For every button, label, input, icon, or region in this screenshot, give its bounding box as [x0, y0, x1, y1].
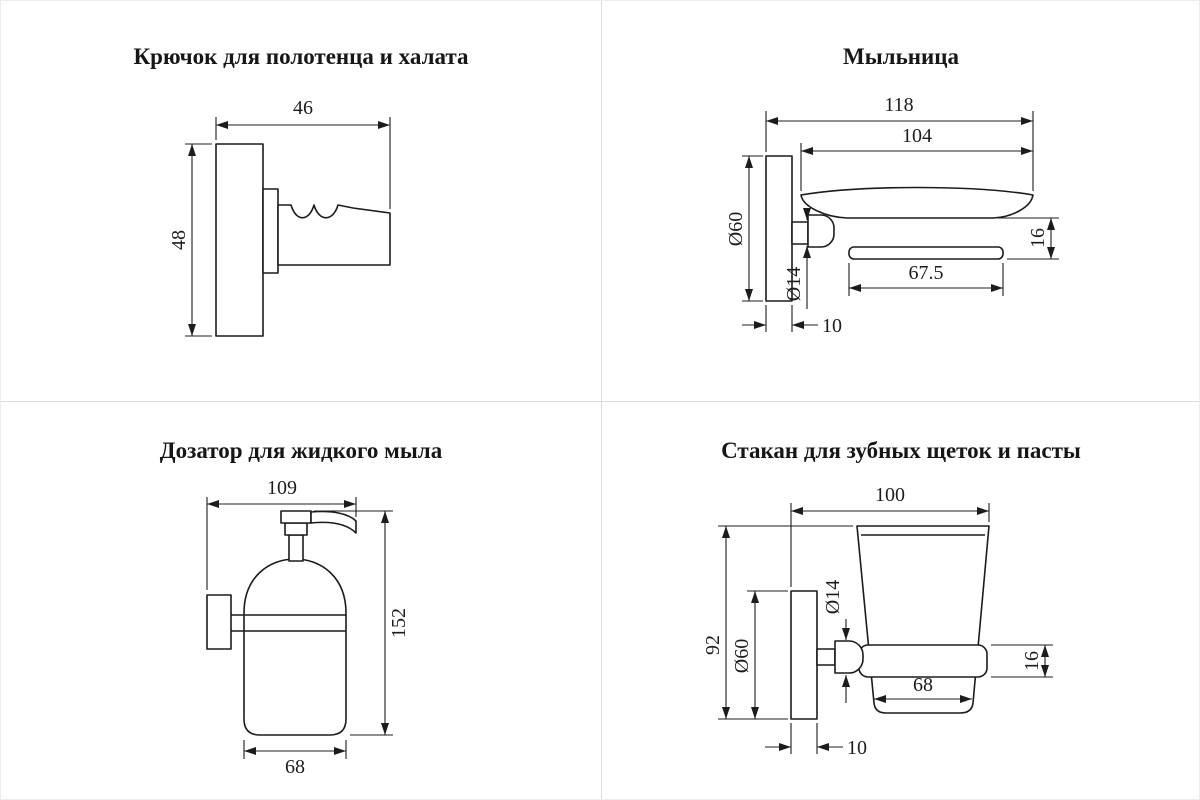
dim-label-cup-holder-height: 16	[1021, 651, 1043, 671]
dim-soap-plate-diameter: Ø60	[725, 155, 763, 302]
dim-label-cup-total-depth: 100	[875, 484, 905, 506]
dim-label-cup-width: 68	[913, 674, 933, 696]
hook-step	[262, 188, 279, 274]
cup-stem-cap	[834, 640, 864, 674]
hook-drawing	[215, 143, 391, 337]
dim-cup-height: 92	[702, 525, 853, 720]
dim-soap-total-depth: 118	[765, 94, 1034, 191]
soap-dish-tray	[800, 186, 1034, 219]
dim-hook-depth: 46	[215, 97, 391, 209]
soap-dish-drawing	[765, 155, 1034, 302]
vertical-divider	[601, 1, 602, 799]
horizontal-divider	[1, 401, 1199, 402]
soap-dish-holder	[848, 246, 1004, 260]
dim-label-soap-stem-diameter: Ø14	[783, 267, 805, 301]
dispenser-spout	[310, 510, 357, 534]
dim-label-cup-stem-diameter: Ø14	[822, 580, 844, 614]
cup-stem	[816, 648, 836, 666]
dispenser-wall-plate	[206, 594, 232, 650]
dim-label-soap-holder-length: 67.5	[909, 262, 944, 284]
dim-label-soap-dish-length: 104	[902, 125, 932, 147]
dim-label-soap-rim-height: 16	[1027, 228, 1049, 248]
dim-soap-stem-diameter: Ø14	[783, 208, 811, 309]
cup-holder-band	[858, 644, 988, 678]
dim-soap-plate-thickness: 10	[742, 305, 842, 337]
dim-label-cup-plate-diameter: Ø60	[731, 639, 753, 673]
panel-title-soap-dish: Мыльница	[843, 44, 959, 70]
dim-cup-width: 68	[874, 674, 972, 703]
dim-dispenser-body-width: 68	[243, 740, 347, 778]
dim-soap-holder-length: 67.5	[848, 262, 1004, 296]
hook-wall-plate	[215, 143, 264, 337]
soap-dish-wall-plate	[765, 155, 793, 302]
dim-label-dispenser-height: 152	[388, 608, 410, 638]
dim-soap-rim-height: 16	[997, 217, 1059, 260]
dim-dispenser-width: 109	[206, 477, 357, 590]
cup-wall-plate	[790, 590, 818, 720]
hook-body	[277, 204, 391, 266]
dim-label-soap-plate-thickness: 10	[822, 315, 842, 337]
dim-dispenser-height: 152	[314, 510, 410, 736]
soap-dish-stem-cap	[807, 214, 835, 248]
dispenser-pump-head	[280, 510, 312, 524]
panel-title-cup: Стакан для зубных щеток и пасты	[721, 438, 1081, 464]
dim-cup-plate-thickness: 10	[765, 723, 867, 759]
soap-dish-stem	[791, 221, 809, 245]
dim-label-hook-height: 48	[168, 230, 190, 250]
dispenser-pump-collar	[284, 522, 308, 536]
dim-label-dispenser-body-width: 68	[285, 756, 305, 778]
cup-drawing	[790, 525, 990, 720]
dispenser-bottle	[243, 558, 347, 736]
dim-soap-dish-length: 104	[800, 125, 1033, 191]
dim-label-soap-plate-diameter: Ø60	[725, 212, 747, 246]
dim-cup-plate-diameter: Ø60	[731, 590, 788, 719]
dim-label-cup-plate-thickness: 10	[847, 737, 867, 759]
dim-hook-height: 48	[168, 143, 212, 337]
dim-label-soap-total-depth: 118	[884, 94, 913, 116]
dim-label-cup-height: 92	[702, 635, 724, 655]
panel-title-hook: Крючок для полотенца и халата	[133, 44, 469, 70]
dispenser-drawing	[206, 510, 357, 736]
dim-cup-stem-diameter: Ø14	[822, 580, 850, 703]
dim-label-dispenser-width: 109	[267, 477, 297, 499]
dim-cup-total-depth: 100	[790, 484, 990, 587]
panel-title-dispenser: Дозатор для жидкого мыла	[159, 438, 443, 464]
dim-label-hook-depth: 46	[293, 97, 313, 119]
dispenser-pump-stem	[288, 534, 304, 562]
dim-cup-holder-height: 16	[991, 644, 1053, 678]
